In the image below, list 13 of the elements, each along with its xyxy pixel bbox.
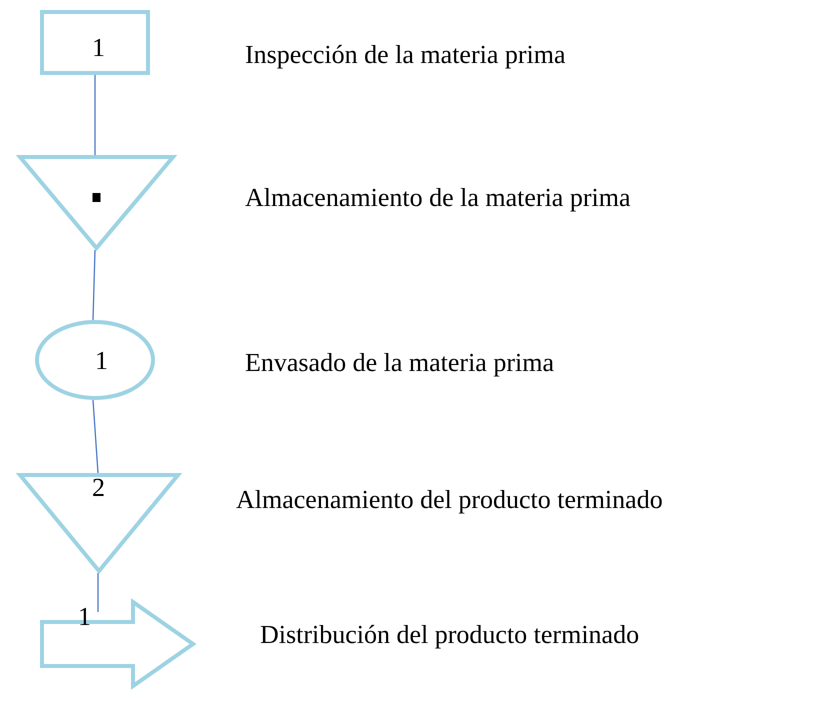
- step-number: 2: [92, 475, 105, 501]
- step-label: Inspección de la materia prima: [245, 42, 566, 68]
- step-label: Envasado de la materia prima: [245, 350, 554, 376]
- step-label: Almacenamiento de la materia prima: [245, 185, 630, 211]
- connector-line: [94, 75, 96, 155]
- step-label: Almacenamiento del producto terminado: [236, 487, 663, 513]
- step-number: 1: [92, 35, 105, 61]
- connector-line: [97, 573, 99, 612]
- connector-line: [92, 250, 96, 320]
- step-label: Distribución del producto terminado: [260, 622, 640, 648]
- connector-line: [92, 400, 99, 474]
- step-number: 1: [78, 604, 91, 630]
- step-number: 1: [95, 348, 108, 374]
